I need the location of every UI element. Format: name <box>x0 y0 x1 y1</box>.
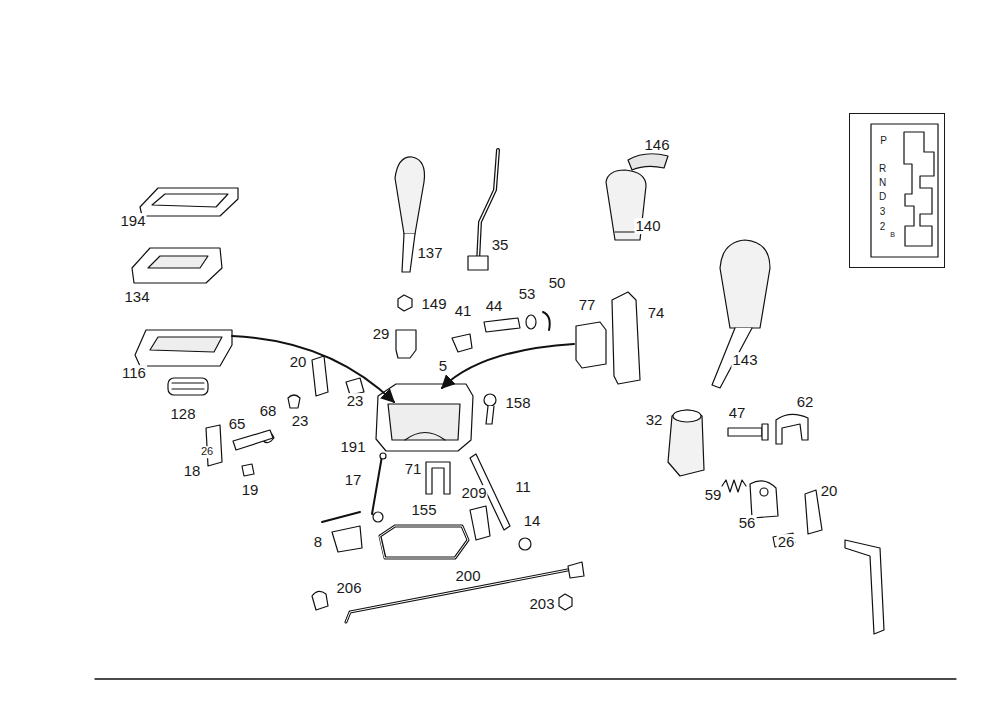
callout-number: 134 <box>123 289 150 305</box>
gear-letter: N <box>879 178 886 188</box>
shift-gate-inset: P RND 3 2B <box>849 113 945 268</box>
callout-number: 47 <box>728 405 747 421</box>
callout-number: 206 <box>335 580 362 596</box>
callout-number: 65 <box>228 416 247 432</box>
callout-number: 137 <box>416 245 443 261</box>
callout-number: 203 <box>528 596 555 612</box>
callout-number: 23 <box>346 393 365 409</box>
callout-number: 35 <box>491 237 510 253</box>
gear-letter: D <box>879 192 886 202</box>
callout-number: 11 <box>514 479 532 495</box>
callout-number: 8 <box>313 534 323 550</box>
callout-number: 209 <box>460 485 487 501</box>
callout-number: 146 <box>643 137 670 153</box>
callout-number: 17 <box>344 472 363 488</box>
gear-letter: P <box>880 136 887 146</box>
callout-number: 200 <box>454 568 481 584</box>
callout-number: 14 <box>523 513 542 529</box>
callout-number: 26 <box>777 534 796 550</box>
callout-number: 20 <box>820 483 839 499</box>
callout-number: 140 <box>634 218 661 234</box>
callout-number: 194 <box>119 213 146 229</box>
callout-number: 74 <box>647 305 666 321</box>
callout-number: 50 <box>548 275 567 291</box>
callout-number: 18 <box>183 463 202 479</box>
callout-number: 59 <box>704 487 723 503</box>
callout-number: 155 <box>410 502 437 518</box>
callout-number: 53 <box>518 286 537 302</box>
callout-number: 19 <box>241 482 260 498</box>
callout-number: 41 <box>454 303 473 319</box>
callout-number: 20 <box>289 354 308 370</box>
callout-number: 77 <box>578 297 597 313</box>
callout-number: 158 <box>504 395 531 411</box>
callout-number: 44 <box>485 298 504 314</box>
callout-number: 149 <box>420 296 447 312</box>
callout-number: 143 <box>731 352 758 368</box>
callout-number: 128 <box>169 406 196 422</box>
callout-number: 191 <box>339 439 366 455</box>
callout-number: 23 <box>291 413 310 429</box>
gear-letter: B <box>890 230 895 237</box>
callout-number: 68 <box>259 403 278 419</box>
gear-letter: 3 <box>880 207 886 217</box>
callout-number: 29 <box>372 326 391 342</box>
callout-number: 71 <box>404 461 423 477</box>
gear-letter: 2 <box>880 222 886 232</box>
callout-number: 62 <box>796 394 815 410</box>
callout-number: 32 <box>645 412 664 428</box>
callout-number: 56 <box>738 515 757 531</box>
gear-letter: R <box>879 164 886 174</box>
callout-number: 116 <box>121 365 147 381</box>
callout-number: 26 <box>200 446 214 458</box>
callout-number: 5 <box>438 358 448 374</box>
